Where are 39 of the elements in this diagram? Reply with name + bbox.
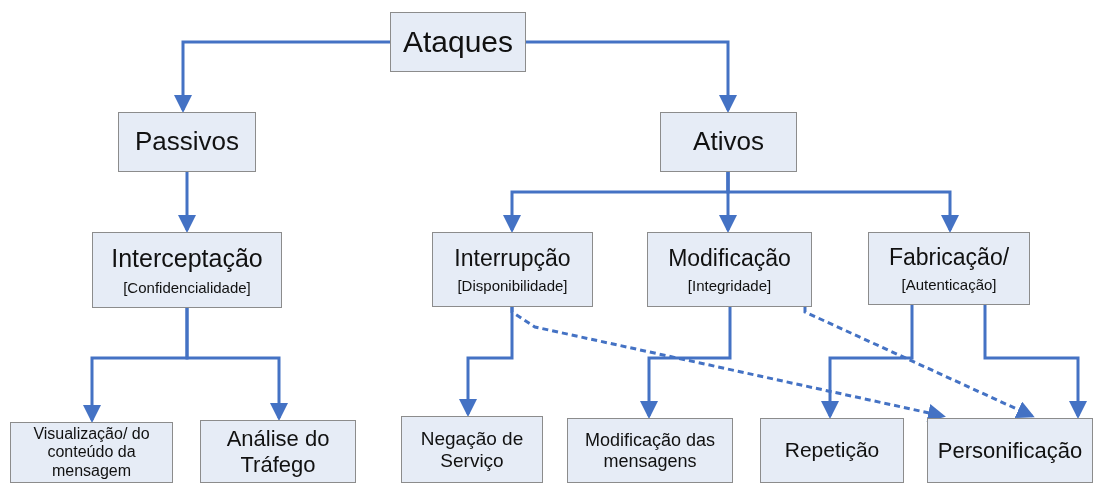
category-subtitle: [Confidencialidade] <box>123 278 251 296</box>
category-title: Personificação <box>937 437 1083 464</box>
category-title: Interceptação <box>111 244 263 273</box>
category-box <box>401 416 543 483</box>
category-box <box>660 112 797 172</box>
arrow <box>174 40 390 113</box>
arrow <box>185 308 288 421</box>
category-box <box>647 232 812 307</box>
category-box <box>567 418 733 483</box>
arrow <box>178 172 196 233</box>
category-title: Visualização/ do conteúdo da mensagem <box>32 424 151 481</box>
category-title: Modificação das mensagens <box>583 429 717 472</box>
category-box <box>868 232 1030 305</box>
category-title: Ataques <box>402 24 514 60</box>
category-subtitle: [Autenticação] <box>901 276 997 294</box>
category-title: Interrupção <box>454 244 571 272</box>
category-box <box>390 12 526 72</box>
category-box <box>92 232 282 308</box>
category-title: Negação de Serviço <box>419 427 525 472</box>
category-box <box>118 112 256 172</box>
arrow <box>726 172 959 233</box>
dashed-arrow <box>803 307 1035 418</box>
arrow <box>640 307 732 419</box>
category-subtitle: [Disponibilidade] <box>457 277 568 295</box>
category-box <box>432 232 593 307</box>
category-box <box>927 418 1093 483</box>
category-title: Passivos <box>134 127 239 157</box>
category-title: Modificação <box>668 244 791 272</box>
category-title: Ativos <box>693 127 764 157</box>
arrow <box>983 305 1087 419</box>
category-title: Análise do Tráfego <box>225 426 331 477</box>
arrow <box>821 305 914 419</box>
category-box <box>760 418 904 483</box>
category-box <box>10 422 173 483</box>
category-box <box>200 420 356 483</box>
arrow <box>526 40 737 113</box>
category-title: Fabricação/ <box>888 243 1010 271</box>
category-subtitle: [Integridade] <box>687 277 772 295</box>
category-title: Repetição <box>784 438 880 463</box>
